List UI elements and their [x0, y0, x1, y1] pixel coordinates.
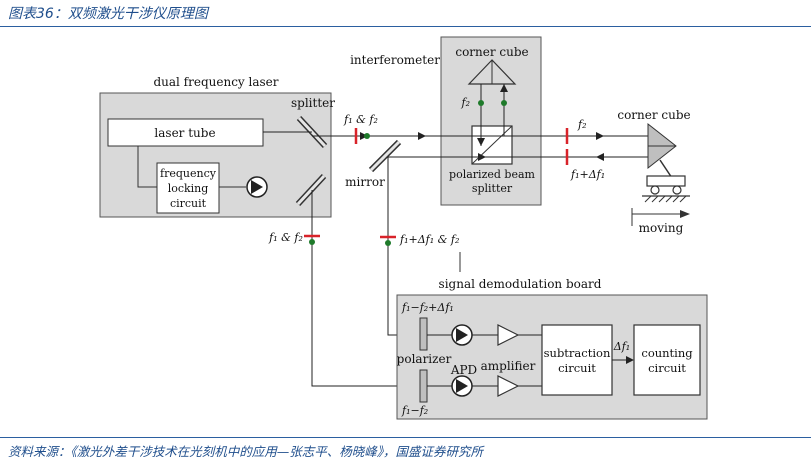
amplifier-label: amplifier [481, 359, 536, 373]
frequency-locking-label-1: frequency [160, 167, 217, 180]
feedback-wire [137, 146, 157, 188]
beam-reference-down [311, 190, 423, 387]
apd-label: APD [450, 363, 477, 377]
interferometer-label: interferometer [350, 53, 440, 67]
polarizer-top [419, 317, 428, 351]
cube-beam-dot-right [501, 100, 507, 106]
laser-tube-label: laser tube [154, 126, 215, 140]
source-rule [0, 437, 811, 438]
f2-cube-label: f₂ [461, 96, 470, 109]
dual-frequency-laser-label: dual frequency laser [153, 75, 278, 89]
f1-f2-df1-board-label: f₁−f₂+Δf₁ [401, 301, 454, 314]
subtraction-label-1: subtraction [544, 346, 611, 360]
ground-hatch [644, 195, 687, 203]
moving-label: moving [639, 221, 684, 235]
f1-df1-f2-mid-label: f₁+Δf₁ & f₂ [399, 233, 459, 246]
pbs-label-1: polarized beam [449, 168, 535, 181]
pbs-label-2: splitter [472, 182, 513, 195]
laser-tube-box [107, 118, 264, 147]
frequency-locking-label-2: locking [168, 182, 209, 195]
apd-bottom-icon [451, 375, 473, 397]
polarizer-bottom [419, 369, 428, 403]
cube-beam-dot-left [478, 100, 484, 106]
polarizer-label: polarizer [397, 352, 452, 366]
frequency-locking-circuit-box [156, 162, 220, 214]
signal-demodulation-board-label: signal demodulation board [439, 277, 602, 291]
interferometer-box [440, 36, 542, 206]
corner-cube-right-label: corner cube [617, 108, 690, 122]
dot-mid [385, 240, 391, 246]
corner-cube-top-label: corner cube [455, 45, 528, 59]
dot-left [309, 239, 315, 245]
mirror-label: mirror [345, 175, 385, 189]
f1-f2-left-label: f₁ & f₂ [268, 231, 303, 244]
df1-board-label: Δf₁ [613, 340, 630, 353]
frequency-locking-label-3: circuit [170, 197, 207, 210]
subtraction-label-2: circuit [558, 361, 596, 375]
amplifier-bottom-icon [497, 375, 520, 397]
splitter-label: splitter [291, 96, 335, 110]
laser-photodetector-icon [246, 176, 268, 198]
figure-caption: 图表36：双频激光干涉仪原理图 [8, 6, 208, 22]
amplifier-top-icon [497, 324, 520, 346]
counting-circuit-box [633, 324, 701, 396]
counting-label-1: counting [641, 346, 693, 360]
caption-rule [0, 26, 811, 27]
counting-label-2: circuit [648, 361, 686, 375]
dot-top [364, 133, 370, 139]
apd-top-icon [451, 324, 473, 346]
f2-right-label: f₂ [577, 118, 586, 131]
f1-f2-top-label: f₁ & f₂ [343, 113, 378, 126]
f1-df1-right-label: f₁+Δf₁ [570, 168, 605, 181]
subtraction-circuit-box [541, 324, 613, 396]
moving-stage [646, 175, 686, 187]
f1-f2-board-label: f₁−f₂ [401, 404, 428, 417]
figure-source: 资料来源：《激光外差干涉技术在光刻机中的应用—张志平、杨晓峰》，国盛证券研究所 [8, 444, 484, 459]
